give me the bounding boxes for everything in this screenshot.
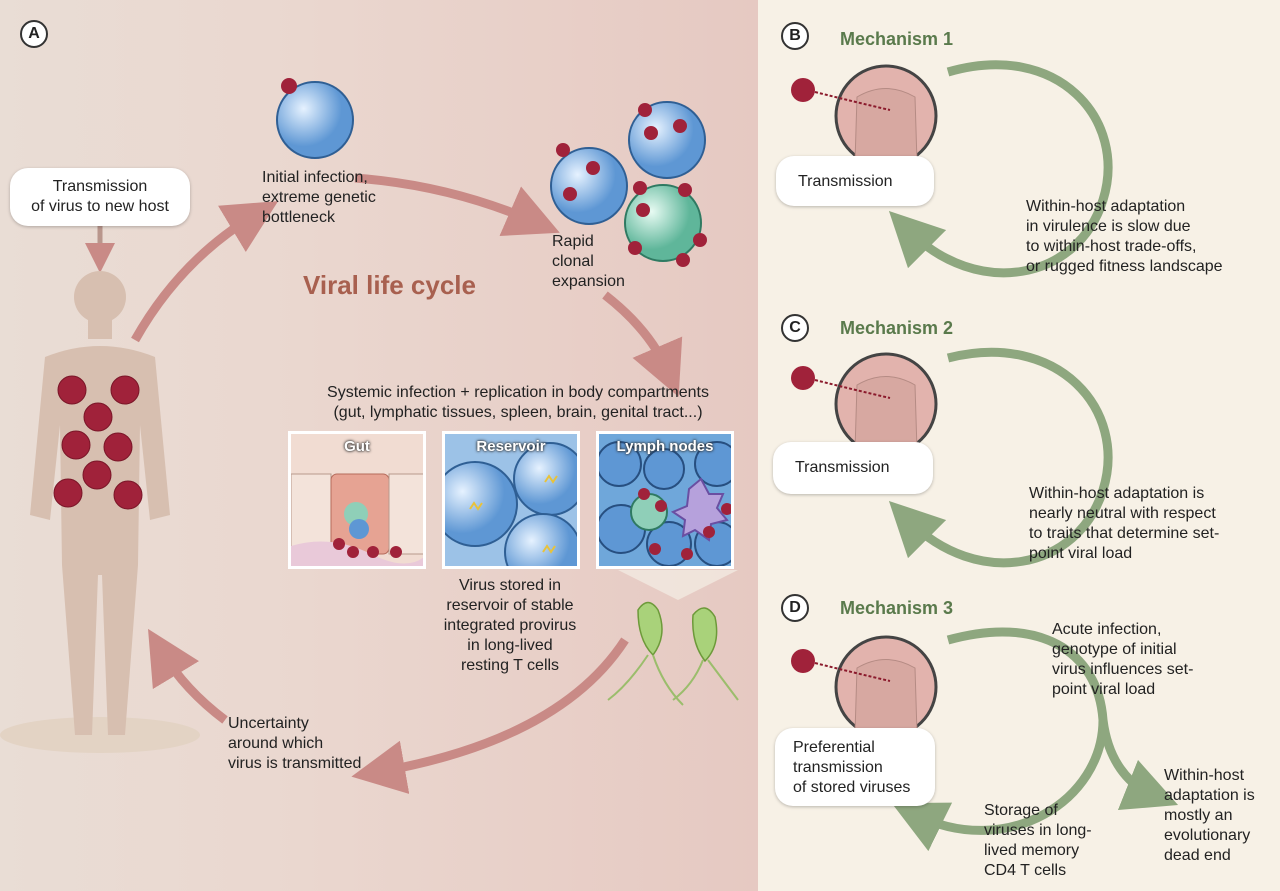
mechanism-2-line-1: Within-host adaptation is <box>1029 485 1205 502</box>
lymph-nodes-label: Lymph nodes <box>616 438 714 455</box>
stored-line-4: in long-lived <box>467 637 553 654</box>
mechanism-1-line-3: to within-host trade-offs, <box>1026 238 1197 255</box>
dead-end-line-4: evolutionary <box>1164 827 1251 844</box>
neuron-cells <box>607 570 739 706</box>
mechanism-1-line-2: in virulence is slow due <box>1026 218 1191 235</box>
arrow-to-uncertainty <box>351 637 629 794</box>
mechanism-3-host-icon <box>791 635 938 739</box>
mechanism-1-arrow <box>888 60 1113 278</box>
transmission-line-2: of virus to new host <box>31 198 169 215</box>
storage-line-4: CD4 T cells <box>984 862 1067 879</box>
mechanism-3-title: Mechanism 3 <box>840 598 954 618</box>
mechanism-1-line-4: or rugged fitness landscape <box>1026 258 1223 275</box>
mechanism-2-line-2: nearly neutral with respect <box>1029 505 1216 522</box>
acute-line-1: Acute infection, <box>1052 621 1162 638</box>
mechanism-3-storage-label: Storage of viruses in long- lived memory… <box>984 801 1092 881</box>
mechanism-2-arrow <box>888 348 1113 568</box>
transmission-to-new-host-bubble: Transmission of virus to new host <box>10 168 190 226</box>
lymph-nodes-illustration <box>599 441 731 566</box>
mechanism-3-transmission-line-2: transmission <box>793 759 883 776</box>
reservoir-label: Reservoir <box>476 438 546 455</box>
life-cycle-arrows <box>85 173 683 794</box>
viral-life-cycle-title: Viral life cycle <box>303 270 476 300</box>
mechanism-3-transmission-bubble: Preferential transmission of stored viru… <box>775 728 935 806</box>
initial-infection-line-3: bottleneck <box>262 209 335 226</box>
stored-line-3: integrated provirus <box>443 617 577 634</box>
arrow-to-host <box>148 628 228 724</box>
mechanism-2-transmission-bubble: Transmission <box>773 442 933 494</box>
panel-c-badge: C <box>781 314 809 342</box>
mechanism-2-transmission-label: Transmission <box>795 459 890 476</box>
dead-end-line-3: mostly an <box>1164 807 1233 824</box>
arrow-to-initial-infection <box>131 201 279 343</box>
mechanism-1-transmission-bubble: Transmission <box>776 156 934 206</box>
acute-line-3: virus influences set- <box>1052 661 1194 678</box>
acute-line-2: genotype of initial <box>1052 641 1177 658</box>
mechanism-2-line-3: to traits that determine set- <box>1029 525 1220 542</box>
initial-infection-line-2: extreme genetic <box>262 189 376 206</box>
arrow-to-systemic <box>602 291 683 397</box>
clonal-expansion-cells <box>550 101 707 267</box>
gut-label: Gut <box>344 438 370 455</box>
mechanism-1-transmission-label: Transmission <box>798 173 893 190</box>
stored-virus-label: Virus stored in reservoir of stable inte… <box>430 576 590 676</box>
reservoir-illustration <box>445 442 577 566</box>
initial-infection-cell <box>276 78 354 159</box>
dead-end-line-5: dead end <box>1164 847 1231 864</box>
mechanism-3-dead-end-label: Within-host adaptation is mostly an evol… <box>1164 766 1255 866</box>
systemic-line-1: Systemic infection + replication in body… <box>327 384 709 401</box>
stored-line-1: Virus stored in <box>459 577 561 594</box>
acute-line-4: point viral load <box>1052 681 1156 698</box>
mechanism-3-transmission-line-1: Preferential <box>793 739 875 756</box>
initial-infection-line-1: Initial infection, <box>262 169 368 186</box>
mechanism-2-description: Within-host adaptation is nearly neutral… <box>1029 484 1219 564</box>
panel-b-badge: B <box>781 22 809 50</box>
storage-line-1: Storage of <box>984 802 1058 819</box>
mechanism-3-acute-label: Acute infection, genotype of initial vir… <box>1052 620 1193 700</box>
mechanism-2-title: Mechanism 2 <box>840 318 954 338</box>
mechanism-2-host-icon <box>791 352 938 456</box>
mechanism-1-line-1: Within-host adaptation <box>1026 198 1186 215</box>
human-figure <box>0 271 200 753</box>
gut-inset: Gut <box>288 431 426 569</box>
mechanism-1-description: Within-host adaptation in virulence is s… <box>1026 197 1223 277</box>
rapid-expansion-line-3: expansion <box>552 273 625 290</box>
lymph-nodes-inset: Lymph nodes <box>596 431 734 569</box>
arrow-to-expansion <box>354 173 560 236</box>
rapid-expansion-line-2: clonal <box>552 253 594 270</box>
reservoir-inset: Reservoir <box>442 431 580 569</box>
systemic-line-2: (gut, lymphatic tissues, spleen, brain, … <box>333 404 703 421</box>
uncertainty-line-3: virus is transmitted <box>228 755 362 772</box>
mechanism-1-title: Mechanism 1 <box>840 29 954 49</box>
stored-line-5: resting T cells <box>460 657 560 674</box>
dead-end-line-2: adaptation is <box>1164 787 1255 804</box>
rapid-expansion-line-1: Rapid <box>552 233 594 250</box>
uncertainty-line-2: around which <box>228 735 324 752</box>
dead-end-line-1: Within-host <box>1164 767 1245 784</box>
uncertainty-label: Uncertainty around which virus is transm… <box>228 714 361 774</box>
panel-a-badge: A <box>20 20 48 48</box>
panel-d-badge: D <box>781 594 809 622</box>
stored-line-2: reservoir of stable <box>446 597 574 614</box>
uncertainty-line-1: Uncertainty <box>228 715 309 732</box>
storage-line-2: viruses in long- <box>984 822 1092 839</box>
rapid-expansion-label: Rapid clonal expansion <box>552 232 625 292</box>
mechanism-arrows <box>888 60 1179 852</box>
systemic-infection-label: Systemic infection + replication in body… <box>290 383 746 423</box>
gut-illustration <box>291 473 423 566</box>
storage-line-3: lived memory <box>984 842 1080 859</box>
mechanism-2-line-4: point viral load <box>1029 545 1133 562</box>
mechanism-3-transmission-line-3: of stored viruses <box>793 779 911 796</box>
transmission-line-1: Transmission <box>52 178 148 195</box>
mechanism-3-arrow-dead-end <box>1098 719 1179 811</box>
initial-infection-label: Initial infection, extreme genetic bottl… <box>262 168 376 228</box>
